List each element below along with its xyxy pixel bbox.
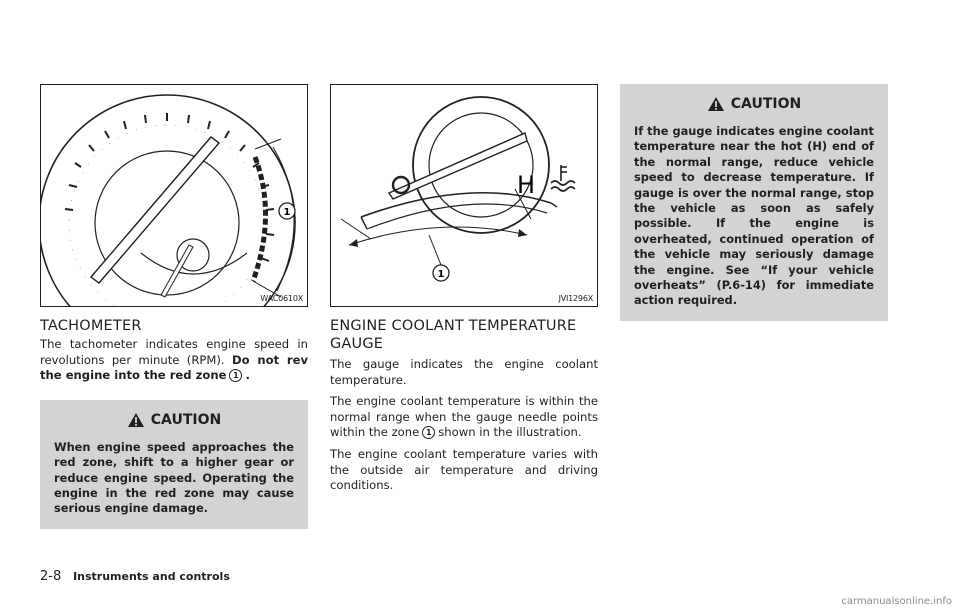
tachometer-illustration: 1 <box>41 94 296 306</box>
coolant-p2-part1: The engine coolant temperature is within… <box>330 394 598 440</box>
caution-title: CAUTION <box>730 96 802 112</box>
caution-box: CAUTION If the gauge indicates engine co… <box>620 84 888 321</box>
column-tachometer: 1 WAC0610X TACHOMETER The tachometer ind… <box>40 84 308 529</box>
coolant-callout: 1 <box>438 269 445 280</box>
tach-text-part1: The tachometer indicates engine speed in… <box>40 337 308 367</box>
figure-code: WAC0610X <box>260 294 303 303</box>
section-name: Instruments and controls <box>73 570 230 583</box>
caution-text: When engine speed approaches the red zon… <box>54 439 294 516</box>
caution-title: CAUTION <box>150 411 222 428</box>
caution-heading: CAUTION <box>54 412 294 428</box>
coolant-figure: H 1 JVI1296X <box>330 84 598 307</box>
tach-text-end: . <box>245 368 250 383</box>
tachometer-figure: 1 WAC0610X <box>40 84 308 307</box>
section-heading: ENGINE COOLANT TEMPERATURE GAUGE <box>330 318 577 352</box>
hot-label: H <box>517 171 535 199</box>
tach-callout: 1 <box>284 207 291 218</box>
tach-text-bold: Do not rev the engine into the red zone <box>40 352 309 383</box>
caution-heading: CAUTION <box>634 96 874 112</box>
warning-triangle-icon <box>707 97 724 111</box>
coolant-gauge-illustration: H 1 <box>340 96 576 282</box>
marker-circle: 1 <box>422 426 436 440</box>
coolant-p2: The engine coolant temperature is within… <box>330 394 598 441</box>
coolant-p1: The gauge indicates the engine coolant t… <box>330 357 598 387</box>
warning-triangle-icon <box>127 412 144 427</box>
page-number: 2-8 <box>40 569 62 584</box>
column-caution: CAUTION If the gauge indicates engine co… <box>620 84 888 321</box>
caution-text: If the gauge indicates engine coolant te… <box>634 124 874 308</box>
coolant-p3: The engine coolant temperature varies wi… <box>330 446 598 493</box>
marker-circle: 1 <box>229 369 243 383</box>
page-footer: 2-8 Instruments and controls <box>40 569 230 584</box>
watermark: carmanualsonline.info <box>841 596 952 607</box>
section-heading: TACHOMETER <box>40 318 142 334</box>
figure-code: JVI1296X <box>558 294 594 303</box>
coolant-p2-part2: shown in the illustration. <box>438 425 582 440</box>
column-coolant: H 1 JVI1296X ENGINE COOLANT TEM <box>330 84 598 500</box>
coolant-thermometer-icon <box>550 165 576 192</box>
tachometer-text: The tachometer indicates engine speed in… <box>40 337 308 384</box>
caution-box: CAUTION When engine speed approaches the… <box>40 399 308 529</box>
